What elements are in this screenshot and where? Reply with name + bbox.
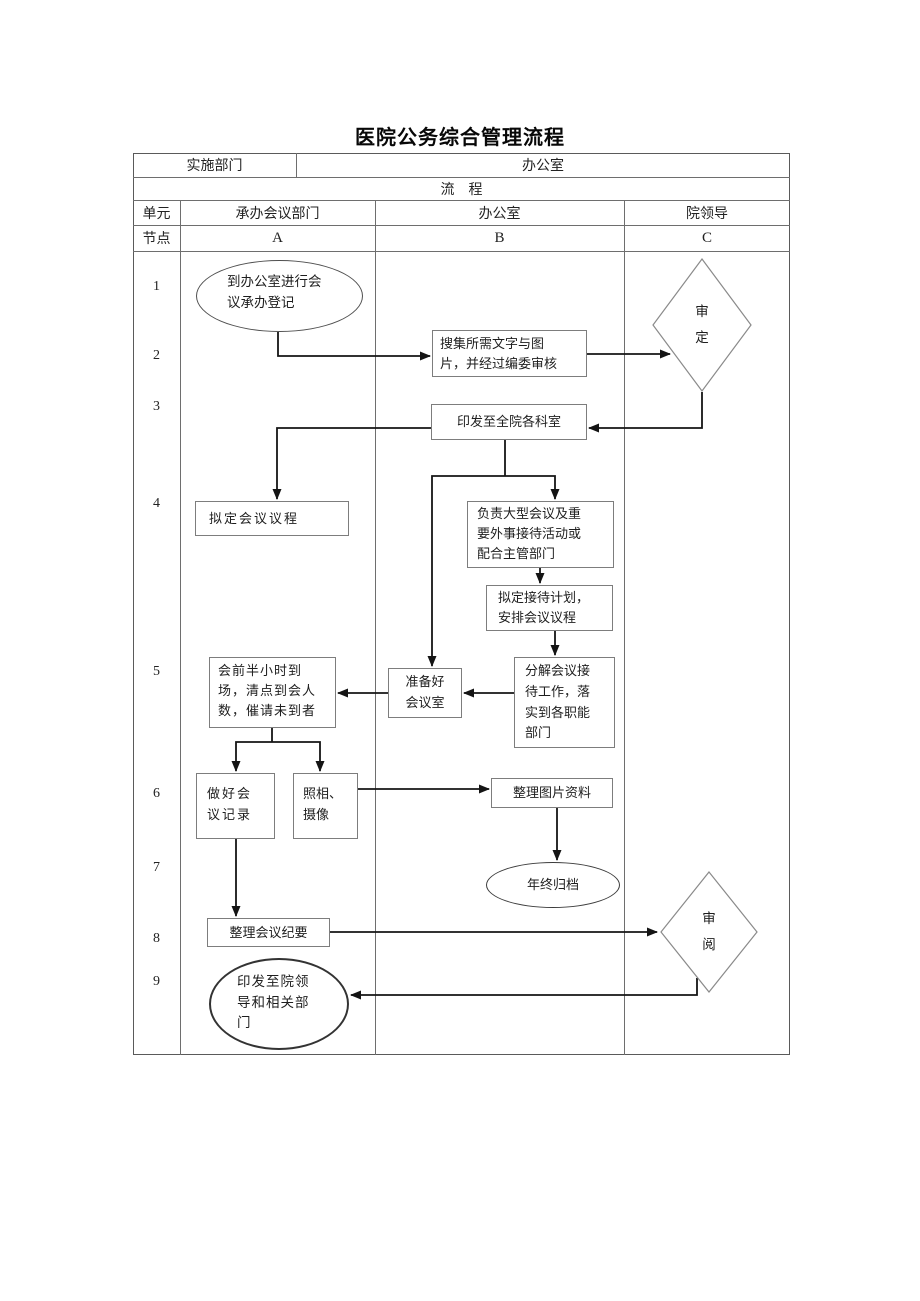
review-diamond-shape	[660, 871, 758, 993]
large-meeting-box: 负责大型会议及重 要外事接待活动或 配合主管部门	[467, 501, 614, 568]
row-number-9: 9	[153, 974, 160, 989]
impl-dept-label: 实施部门	[186, 159, 243, 174]
minutes-record-box: 做好会 议记录	[196, 773, 275, 839]
row-number-1: 1	[153, 279, 160, 294]
row-number-4: 4	[153, 496, 160, 511]
row-number-6: 6	[153, 786, 160, 801]
distribute-leaders-ellipse: 印发至院领 导和相关部 门	[209, 958, 349, 1050]
row-number-5: 5	[153, 664, 160, 679]
compile-minutes-box: 整理会议纪要	[207, 918, 330, 947]
row-number-7: 7	[153, 860, 160, 875]
header-divider-2	[133, 200, 790, 201]
draft-agenda-box: 拟定会议议程	[195, 501, 349, 536]
lane-a-unit: 承办会议部门	[235, 206, 320, 222]
header-divider-1	[133, 177, 790, 178]
lane-b-node: B	[494, 229, 505, 246]
lane-a-node: A	[272, 229, 283, 246]
organize-photos-box: 整理图片资料	[491, 778, 613, 808]
approve-diamond-label: 审 定	[695, 304, 709, 345]
year-end-archive-ellipse: 年终归档	[486, 862, 620, 908]
page-title: 医院公务综合管理流程	[355, 127, 565, 149]
table-border	[133, 153, 790, 1055]
node-row-label: 节点	[142, 232, 171, 247]
assign-tasks-box: 分解会议接 待工作，落 实到各职能 部门	[514, 657, 615, 748]
lane-c-unit: 院领导	[686, 206, 728, 222]
row-number-3: 3	[153, 399, 160, 414]
photo-video-box: 照相、 摄像	[293, 773, 358, 839]
unit-row-label: 单元	[142, 206, 171, 222]
lane-divider-num-a	[180, 200, 181, 1055]
reception-plan-box: 拟定接待计划， 安排会议议程	[486, 585, 613, 631]
approve-diamond-shape	[652, 258, 752, 392]
lane-divider-a-b	[375, 200, 376, 1055]
review-diamond-label: 审 阅	[702, 911, 716, 952]
checkin-box: 会前半小时到 场，清点到会人 数，催请未到者	[209, 657, 336, 728]
impl-dept-divider	[296, 153, 297, 177]
impl-dept-value: 办公室	[522, 159, 564, 174]
register-ellipse: 到办公室进行会 议承办登记	[196, 260, 363, 332]
row-number-2: 2	[153, 348, 160, 363]
row-number-8: 8	[153, 931, 160, 946]
header-divider-4	[133, 251, 790, 252]
lane-c-node: C	[701, 229, 712, 246]
distribute-departments-box: 印发至全院各科室	[431, 404, 587, 440]
prepare-room-box: 准备好 会议室	[388, 668, 462, 718]
header-divider-3	[133, 225, 790, 226]
lane-divider-b-c	[624, 200, 625, 1055]
lane-b-unit: 办公室	[478, 206, 521, 222]
collect-review-box: 搜集所需文字与图 片，并经过编委审核	[432, 330, 587, 377]
process-label: 流 程	[440, 182, 483, 198]
